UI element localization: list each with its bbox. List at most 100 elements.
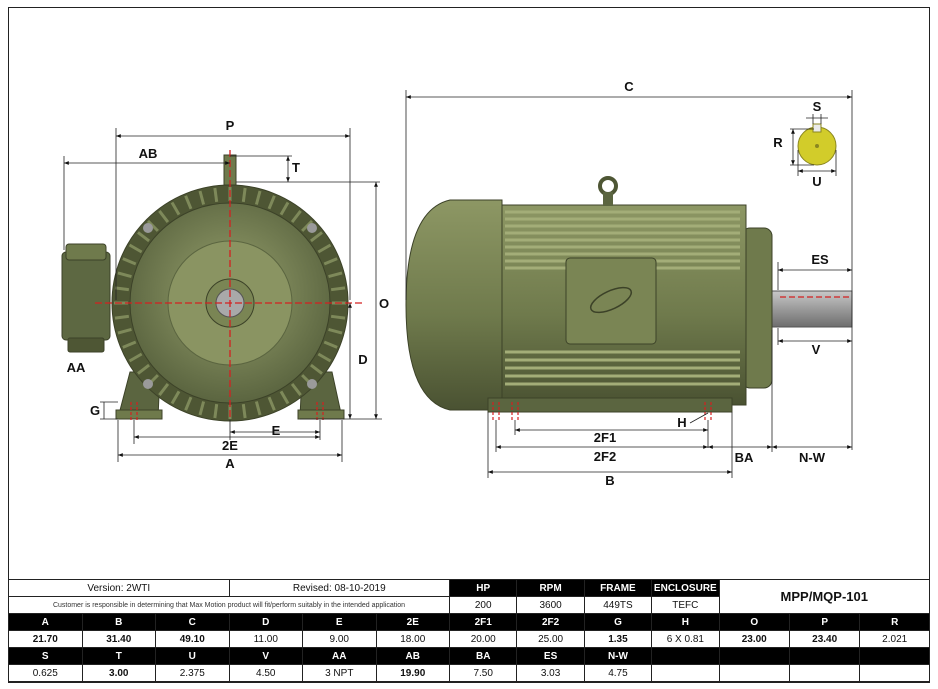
shaft-key-detail <box>797 123 837 166</box>
dim-label-c: C <box>624 79 634 94</box>
cooling-fin <box>267 396 276 411</box>
dim-label-ba: BA <box>735 450 754 465</box>
cooling-fin <box>241 403 247 419</box>
dim-value: 19.90 <box>375 664 451 682</box>
cooling-fin <box>254 401 262 416</box>
spec-value: TEFC <box>651 596 720 614</box>
dim-value <box>859 664 930 682</box>
spec-header: ENCLOSURE <box>651 579 720 597</box>
dim-header: G <box>583 613 653 631</box>
dim-label-h: H <box>677 415 686 430</box>
cooling-fin <box>323 340 338 349</box>
row2-headers: S T U V AA AB BA ES N-W <box>8 647 930 665</box>
spec-value: 449TS <box>583 596 653 614</box>
cooling-fin <box>328 327 343 335</box>
cooling-fin <box>170 201 181 216</box>
dim-label-s: S <box>813 99 822 114</box>
dim-value: 7.50 <box>449 664 518 682</box>
dim-value: 3.00 <box>81 664 156 682</box>
lifting-eye-side <box>598 176 618 196</box>
row2-values: 0.625 3.00 2.375 4.50 3 NPT 19.90 7.50 3… <box>8 664 930 682</box>
cooling-fin <box>310 231 323 243</box>
cooling-fin <box>213 187 219 203</box>
dim-header: ES <box>516 647 585 665</box>
cooling-fin <box>114 286 130 292</box>
dim-value: 49.10 <box>155 630 230 648</box>
cooling-fin <box>198 190 206 205</box>
dim-value <box>651 664 720 682</box>
dim-label-2e: 2E <box>222 438 238 453</box>
dim-label-b: B <box>605 473 614 488</box>
cooling-fin <box>137 363 150 375</box>
cooling-fin <box>117 327 132 335</box>
revised-text: Revised: 08-10-2019 <box>228 579 451 597</box>
cooling-fin <box>301 219 314 232</box>
dim-label-e: E <box>272 423 281 438</box>
cooling-fin <box>184 396 193 411</box>
dim-value: 3 NPT <box>302 664 377 682</box>
cooling-fin <box>158 383 170 396</box>
cooling-fin <box>158 210 170 223</box>
dim-header: V <box>228 647 304 665</box>
dim-header: BA <box>449 647 518 665</box>
cooling-fin <box>330 286 346 292</box>
cooling-fin <box>184 195 193 210</box>
dim-label-ab: AB <box>139 146 158 161</box>
dim-value <box>788 664 861 682</box>
side-view <box>405 176 853 420</box>
dim-value: 1.35 <box>583 630 653 648</box>
conduit-box <box>61 251 111 341</box>
dim-value: 6 X 0.81 <box>651 630 720 648</box>
dimension-table: Version: 2WTI Revised: 08-10-2019 HP RPM… <box>7 579 931 682</box>
dim-header: P <box>788 613 861 631</box>
dim-header: A <box>8 613 83 631</box>
dim-header: O <box>718 613 790 631</box>
dim-header: E <box>302 613 377 631</box>
dim-header: S <box>8 647 83 665</box>
spec-header: RPM <box>516 579 585 597</box>
cooling-fin <box>241 187 247 203</box>
cooling-fin <box>114 314 130 320</box>
dim-value: 23.00 <box>718 630 790 648</box>
side-feet <box>487 397 733 413</box>
dim-label-nw: N-W <box>799 450 826 465</box>
cooling-fin <box>198 401 206 416</box>
dim-value: 3.03 <box>516 664 585 682</box>
side-view-dimensions <box>405 90 853 478</box>
dim-label-2f1: 2F1 <box>594 430 616 445</box>
cooling-fin <box>117 271 132 279</box>
dim-label-g: G <box>90 403 100 418</box>
dim-header <box>859 647 930 665</box>
cooling-fin <box>290 210 302 223</box>
cooling-fin <box>317 243 332 254</box>
cooling-fin <box>128 352 143 363</box>
cooling-fin <box>267 195 276 210</box>
dim-header: N-W <box>583 647 653 665</box>
terminal-box <box>565 257 657 345</box>
dim-header: T <box>81 647 156 665</box>
cooling-fin <box>137 231 150 243</box>
cooling-fin <box>328 271 343 279</box>
dim-value: 2.021 <box>859 630 930 648</box>
dim-header <box>788 647 861 665</box>
dim-value: 11.00 <box>228 630 304 648</box>
cooling-fin <box>122 257 137 266</box>
dim-header: 2F1 <box>449 613 518 631</box>
spec-header: FRAME <box>583 579 653 597</box>
dim-label-t: T <box>292 160 300 175</box>
front-view <box>61 150 362 422</box>
row1-headers: A B C D E 2E 2F1 2F2 G H O P R <box>8 613 930 631</box>
cooling-fin <box>310 363 323 375</box>
version-text: Version: 2WTI <box>8 579 230 597</box>
cooling-fin <box>213 403 219 419</box>
cooling-fin <box>323 257 338 266</box>
cooling-fin <box>128 243 143 254</box>
dim-value: 4.75 <box>583 664 653 682</box>
dim-value: 23.40 <box>788 630 861 648</box>
cooling-fin <box>170 390 181 405</box>
dim-header: C <box>155 613 230 631</box>
spec-header: HP <box>449 579 518 597</box>
dim-label-a: A <box>225 456 235 471</box>
front-view-labels: P AB T O AA D G E 2E A <box>67 118 389 471</box>
dim-value: 20.00 <box>449 630 518 648</box>
